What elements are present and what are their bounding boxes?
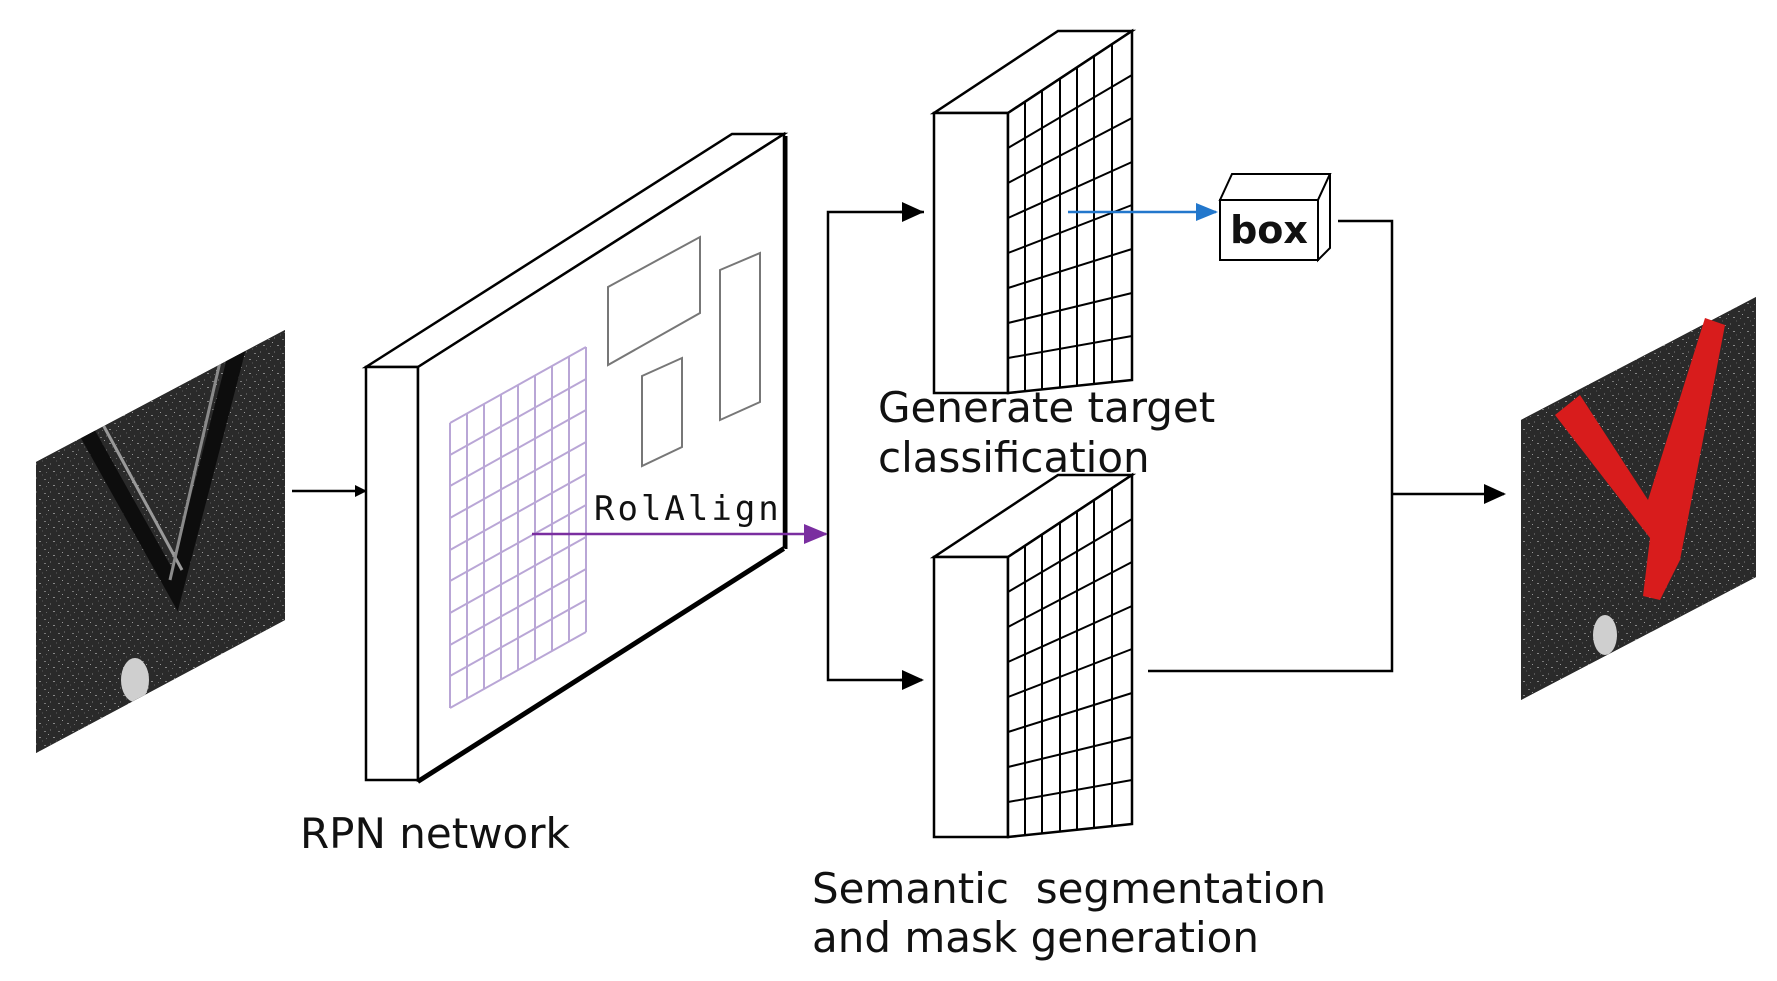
roi-grid [449, 346, 587, 709]
segmentation-mask [1555, 318, 1725, 600]
proposal-box [641, 356, 683, 468]
output-image [1521, 297, 1756, 700]
proposal-box [719, 251, 761, 422]
proposal-box [607, 235, 701, 367]
segmentation-label-line2: and mask generation [812, 913, 1259, 962]
segmentation-block [929, 472, 1137, 839]
merge-connector [1148, 219, 1506, 673]
classification-label-line1: Generate target [878, 383, 1215, 432]
roialign-label: RolAlign [594, 489, 782, 529]
box-label: box [1230, 208, 1308, 252]
rpn-feature-block [361, 131, 789, 784]
box-cube [1218, 173, 1332, 263]
segmentation-label-line1: Semantic segmentation [812, 864, 1326, 913]
input-image [36, 330, 285, 753]
rpn-label: RPN network [300, 809, 571, 858]
split-connector [826, 202, 924, 690]
